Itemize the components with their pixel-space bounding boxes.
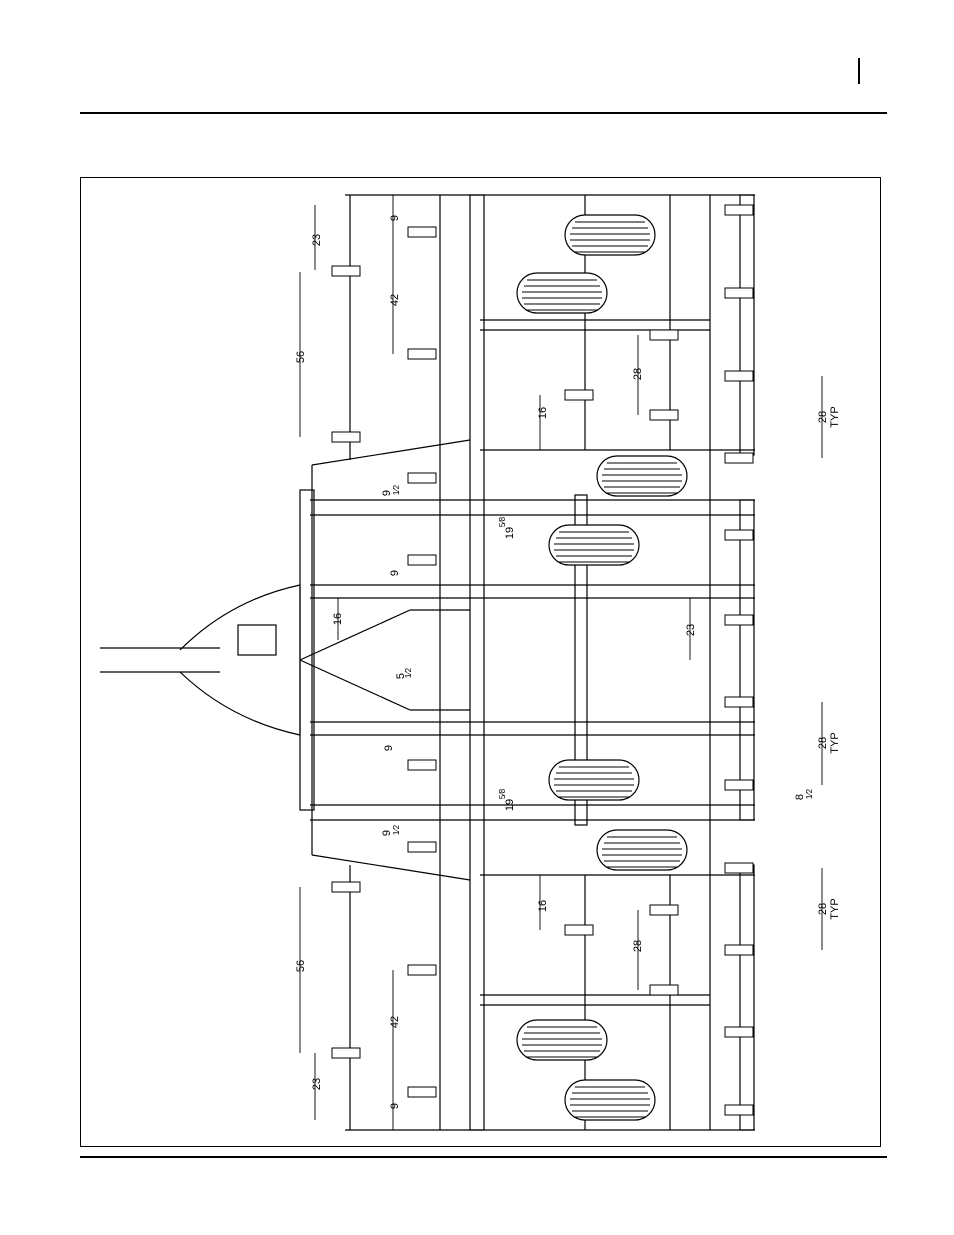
shank (332, 432, 360, 442)
shank (565, 390, 593, 400)
shank (725, 453, 753, 463)
shank (725, 1027, 753, 1037)
dimension-label: 28 (632, 368, 644, 380)
dimension-label: 19 (504, 799, 516, 811)
a-frame-arm (300, 660, 410, 710)
gauge-wheel (565, 1080, 655, 1120)
hitch-box (238, 625, 276, 655)
wheel-treads (522, 222, 682, 1117)
gauge-wheel (549, 525, 639, 565)
shank (408, 842, 436, 852)
dimension-label: 28 (632, 940, 644, 952)
dimension-label: 23 (311, 234, 323, 246)
shank (725, 371, 753, 381)
gauge-wheel (597, 456, 687, 496)
shank (725, 1105, 753, 1115)
dimension-fraction: 5⁄8 (498, 516, 507, 527)
shank (650, 410, 678, 420)
dimension-label: 23 (685, 624, 697, 636)
shank (408, 760, 436, 770)
typ-label: TYP (829, 406, 841, 427)
shank (725, 780, 753, 790)
typ-label: TYP (829, 732, 841, 753)
wheels (517, 215, 687, 1120)
dimension-label: 9 (383, 745, 395, 751)
gauge-wheel (517, 273, 607, 313)
dimension-label: 9 (389, 570, 401, 576)
gauge-wheel (517, 1020, 607, 1060)
shank (332, 266, 360, 276)
shank (408, 473, 436, 483)
dimension-label: 42 (389, 294, 401, 306)
dimension-label: 16 (537, 900, 549, 912)
gauge-wheel (597, 830, 687, 870)
dimension-label: 28 (817, 903, 829, 915)
shank (408, 349, 436, 359)
dimension-labels: 23 56 9 42 9 1⁄2 19 5⁄8 16 28 9 16 5 1⁄2… (295, 215, 841, 1109)
shank (725, 205, 753, 215)
shank (725, 615, 753, 625)
dimension-fraction: 1⁄2 (392, 484, 401, 495)
rear-frame-tube-mid (740, 500, 754, 820)
dimension-label: 9 (389, 1103, 401, 1109)
a-frame-arm (300, 610, 410, 660)
shank (565, 925, 593, 935)
dimension-fraction: 1⁄2 (805, 788, 814, 799)
wing-diagonal (312, 855, 470, 880)
shank (725, 863, 753, 873)
shank (650, 985, 678, 995)
dimension-label: 28 (817, 411, 829, 423)
dimension-fraction: 5⁄8 (498, 788, 507, 799)
shank (725, 945, 753, 955)
dimension-label: 42 (389, 1016, 401, 1028)
shank (650, 330, 678, 340)
dimension-label: 56 (295, 960, 307, 972)
dimension-label: 56 (295, 351, 307, 363)
shank (408, 1087, 436, 1097)
dimension-lines (300, 195, 822, 1130)
shank (725, 288, 753, 298)
hitch-plate (180, 585, 300, 735)
dimension-fraction: 1⁄2 (392, 824, 401, 835)
typ-label: TYP (829, 898, 841, 919)
dimension-fraction: 1⁄2 (404, 667, 413, 678)
wing-diagonal (312, 440, 470, 465)
shank (332, 882, 360, 892)
shank (332, 1048, 360, 1058)
shank (725, 697, 753, 707)
shank (408, 965, 436, 975)
rear-frame-tube-bottom (740, 865, 754, 1130)
shank (408, 555, 436, 565)
dimension-label: 16 (332, 613, 344, 625)
dimension-label: 28 (817, 737, 829, 749)
dimension-label: 16 (537, 407, 549, 419)
shank (650, 905, 678, 915)
shank (408, 227, 436, 237)
dimension-label: 19 (504, 527, 516, 539)
rear-frame-tube-top (740, 195, 754, 455)
dimension-label: 23 (311, 1078, 323, 1090)
gauge-wheel (565, 215, 655, 255)
gauge-wheel (549, 760, 639, 800)
dimension-label: 9 (389, 215, 401, 221)
shank (725, 530, 753, 540)
main-frame-tube (470, 195, 484, 1130)
